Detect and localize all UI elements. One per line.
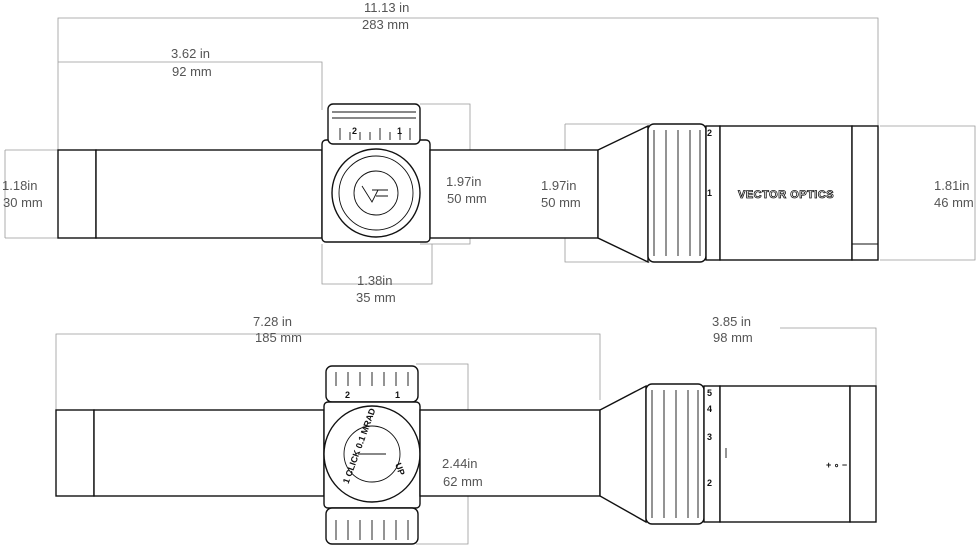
top-eyepiece-dia-in: 1.18in	[2, 178, 37, 193]
top-objective	[719, 125, 853, 261]
bottom-zoom-indicator: + ∘ −	[826, 460, 847, 470]
bottom-turret-mark-2: 2	[345, 390, 350, 400]
bottom-zoom-mark-5: 5	[707, 388, 712, 398]
top-view-scope: 2 1 2 1 VECTOR OPTICS 11.13 in 283 mm 3.…	[2, 0, 976, 305]
bottom-view-scope: 2 1 1 CLICK 0.1 MRAD UP 5 4 3 2	[55, 314, 877, 545]
vector-logo-icon	[361, 185, 388, 203]
top-front-length-mm: 92 mm	[172, 64, 212, 79]
bottom-up-text: UP	[393, 462, 407, 477]
top-eyepiece-dia-mm: 30 mm	[3, 195, 43, 210]
top-turret-width-mm: 35 mm	[356, 290, 396, 305]
top-bell-dia-mm: 50 mm	[541, 195, 581, 210]
bottom-length-in: 7.28 in	[253, 314, 292, 329]
top-bell-dia-in: 1.97in	[541, 178, 576, 193]
top-objective-dia-in: 1.81in	[934, 178, 969, 193]
bottom-eyepiece	[55, 409, 95, 497]
top-zoom-mark-1: 1	[707, 188, 712, 198]
bottom-zoom-ring	[645, 383, 705, 525]
bottom-turret-height-mm: 62 mm	[443, 474, 483, 489]
bottom-turret-mark-1: 1	[395, 390, 400, 400]
top-turret-height-mm: 50 mm	[447, 191, 487, 206]
bottom-eyepiece-length-mm: 98 mm	[713, 330, 753, 345]
top-overall-length-mm: 283 mm	[362, 17, 409, 32]
bottom-length-mm: 185 mm	[255, 330, 302, 345]
top-turret-width-in: 1.38in	[357, 273, 392, 288]
bottom-eyepiece-length-in: 3.85 in	[712, 314, 751, 329]
top-eyepiece	[57, 149, 97, 239]
bottom-zoom-mark-4: 4	[707, 404, 712, 414]
top-overall-length-in: 11.13 in	[364, 0, 409, 15]
top-turret-mark-1: 1	[397, 126, 402, 136]
top-objective-dia-mm: 46 mm	[934, 195, 974, 210]
bottom-zoom-mark-2: 2	[707, 478, 712, 488]
top-zoom-mark-2: 2	[707, 128, 712, 138]
bottom-zoom-mark-3: 3	[707, 432, 712, 442]
brand-logo-text: VECTOR OPTICS	[738, 189, 834, 201]
top-zoom-ring	[647, 123, 707, 263]
bottom-turret-height-in: 2.44in	[442, 456, 477, 471]
top-turret-height-in: 1.97in	[446, 174, 481, 189]
top-turret-mark-2: 2	[352, 126, 357, 136]
top-turret-cap	[327, 103, 421, 145]
bottom-objective	[719, 385, 851, 523]
top-front-length-in: 3.62 in	[171, 46, 210, 61]
